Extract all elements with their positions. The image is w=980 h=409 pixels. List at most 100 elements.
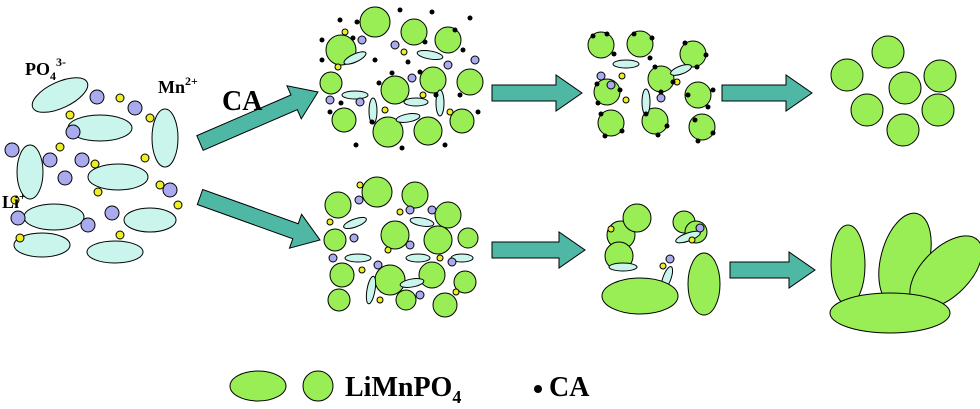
po4-ion: [612, 59, 640, 69]
ca-dot: [598, 111, 604, 117]
ca-dot: [353, 142, 359, 148]
po4-ion: [670, 64, 692, 76]
ca-dot: [649, 35, 655, 41]
po4-ion: [31, 77, 89, 113]
li-ion: [173, 200, 183, 210]
mn-ion: [127, 100, 143, 116]
top-mixture-cluster: [319, 6, 484, 151]
li-ion: [90, 159, 100, 169]
legend-ca-label: CA: [549, 372, 590, 403]
ca-dot: [692, 117, 698, 123]
legend-round-particle: [302, 370, 334, 402]
limnpo4-particle: [423, 225, 453, 255]
li-ion: [115, 230, 125, 240]
limnpo4-particle: [587, 31, 615, 59]
mn-ion: [74, 152, 90, 168]
ca-dot: [602, 133, 608, 139]
ca-dot: [670, 79, 676, 85]
ca-dot: [369, 119, 375, 125]
limnpo4-particle: [850, 93, 884, 127]
legend-compound-label: LiMnPO4: [345, 372, 461, 407]
limnpo4-particle: [688, 113, 716, 141]
limnpo4-particle: [380, 75, 410, 105]
process-arrow: [196, 85, 319, 152]
mn-ion: [349, 233, 359, 243]
mn-label: Mn2+: [158, 74, 198, 97]
po4-ion: [365, 275, 377, 305]
mn-ion: [357, 35, 367, 45]
limnpo4-particle: [597, 109, 625, 137]
po4-label: PO43-: [25, 55, 66, 83]
mn-ion: [162, 182, 178, 198]
ca-dot: [710, 130, 716, 136]
ca-dot: [376, 80, 382, 86]
bottom-final-particles: [829, 212, 980, 334]
mn-ion: [373, 260, 383, 270]
po4-ion: [151, 108, 179, 168]
mn-ion: [10, 210, 26, 226]
li-ion: [140, 153, 150, 163]
process-arrow: [196, 188, 321, 249]
mn-ion: [427, 205, 437, 215]
ca-dot: [685, 92, 691, 98]
ca-dot: [682, 40, 688, 46]
li-ion: [618, 72, 626, 80]
ca-dot: [372, 57, 378, 63]
ca-dot: [452, 27, 458, 33]
li-ion: [607, 225, 615, 233]
po4-ion: [399, 278, 425, 288]
ca-dot: [710, 87, 716, 93]
mn-ion: [447, 257, 457, 267]
li-ion: [381, 106, 389, 114]
limnpo4-particle: [457, 227, 479, 249]
limnpo4-particle: [413, 116, 443, 146]
po4-ion: [403, 97, 429, 107]
limnpo4-particle: [361, 176, 393, 208]
li-ion: [659, 262, 667, 270]
limnpo4-particle: [647, 65, 675, 93]
limnpo4-particle: [380, 220, 410, 250]
limnpo4-particle: [372, 116, 404, 148]
limnpo4-particle: [601, 277, 679, 315]
limnpo4-particle: [329, 262, 355, 288]
ca-dot: [705, 104, 711, 110]
li-ion: [384, 246, 392, 254]
po4-ion: [87, 163, 149, 191]
limnpo4-particle: [626, 30, 654, 58]
mn-ion: [104, 205, 120, 221]
limnpo4-particle: [374, 264, 406, 296]
po4-ion: [343, 216, 367, 230]
ca-dot: [652, 64, 658, 70]
process-arrow: [729, 251, 816, 289]
ca-dot: [429, 9, 435, 15]
limnpo4-particle: [434, 201, 462, 229]
ca-dot: [643, 111, 649, 117]
ca-dot: [703, 52, 709, 58]
ca-dot: [695, 138, 701, 144]
ca-dot: [319, 57, 325, 63]
limnpo4-particle: [687, 252, 721, 316]
ca-dot: [647, 55, 653, 61]
top-final-particles: [830, 35, 957, 147]
limnpo4-particle: [395, 289, 417, 311]
limnpo4-particle: [830, 224, 866, 306]
limnpo4-particle: [323, 228, 347, 252]
mn-ion: [89, 89, 105, 105]
ca-dot: [337, 17, 343, 23]
limnpo4-particle: [886, 113, 920, 147]
limnpo4-particle: [453, 270, 477, 294]
ca-dot: [433, 92, 439, 98]
ca-dot: [631, 31, 637, 37]
ca-dot: [604, 31, 610, 37]
mn-ion: [665, 254, 675, 264]
limnpo4-particle: [921, 93, 955, 127]
limnpo4-particle: [456, 68, 484, 96]
mn-ion: [355, 97, 365, 107]
mn-ion: [405, 205, 415, 215]
li-ion: [396, 208, 404, 216]
limnpo4-particle: [829, 292, 951, 334]
po4-ion: [16, 144, 44, 200]
li-ion: [10, 195, 20, 205]
limnpo4-particle: [641, 107, 669, 135]
limnpo4-particle: [449, 108, 475, 134]
